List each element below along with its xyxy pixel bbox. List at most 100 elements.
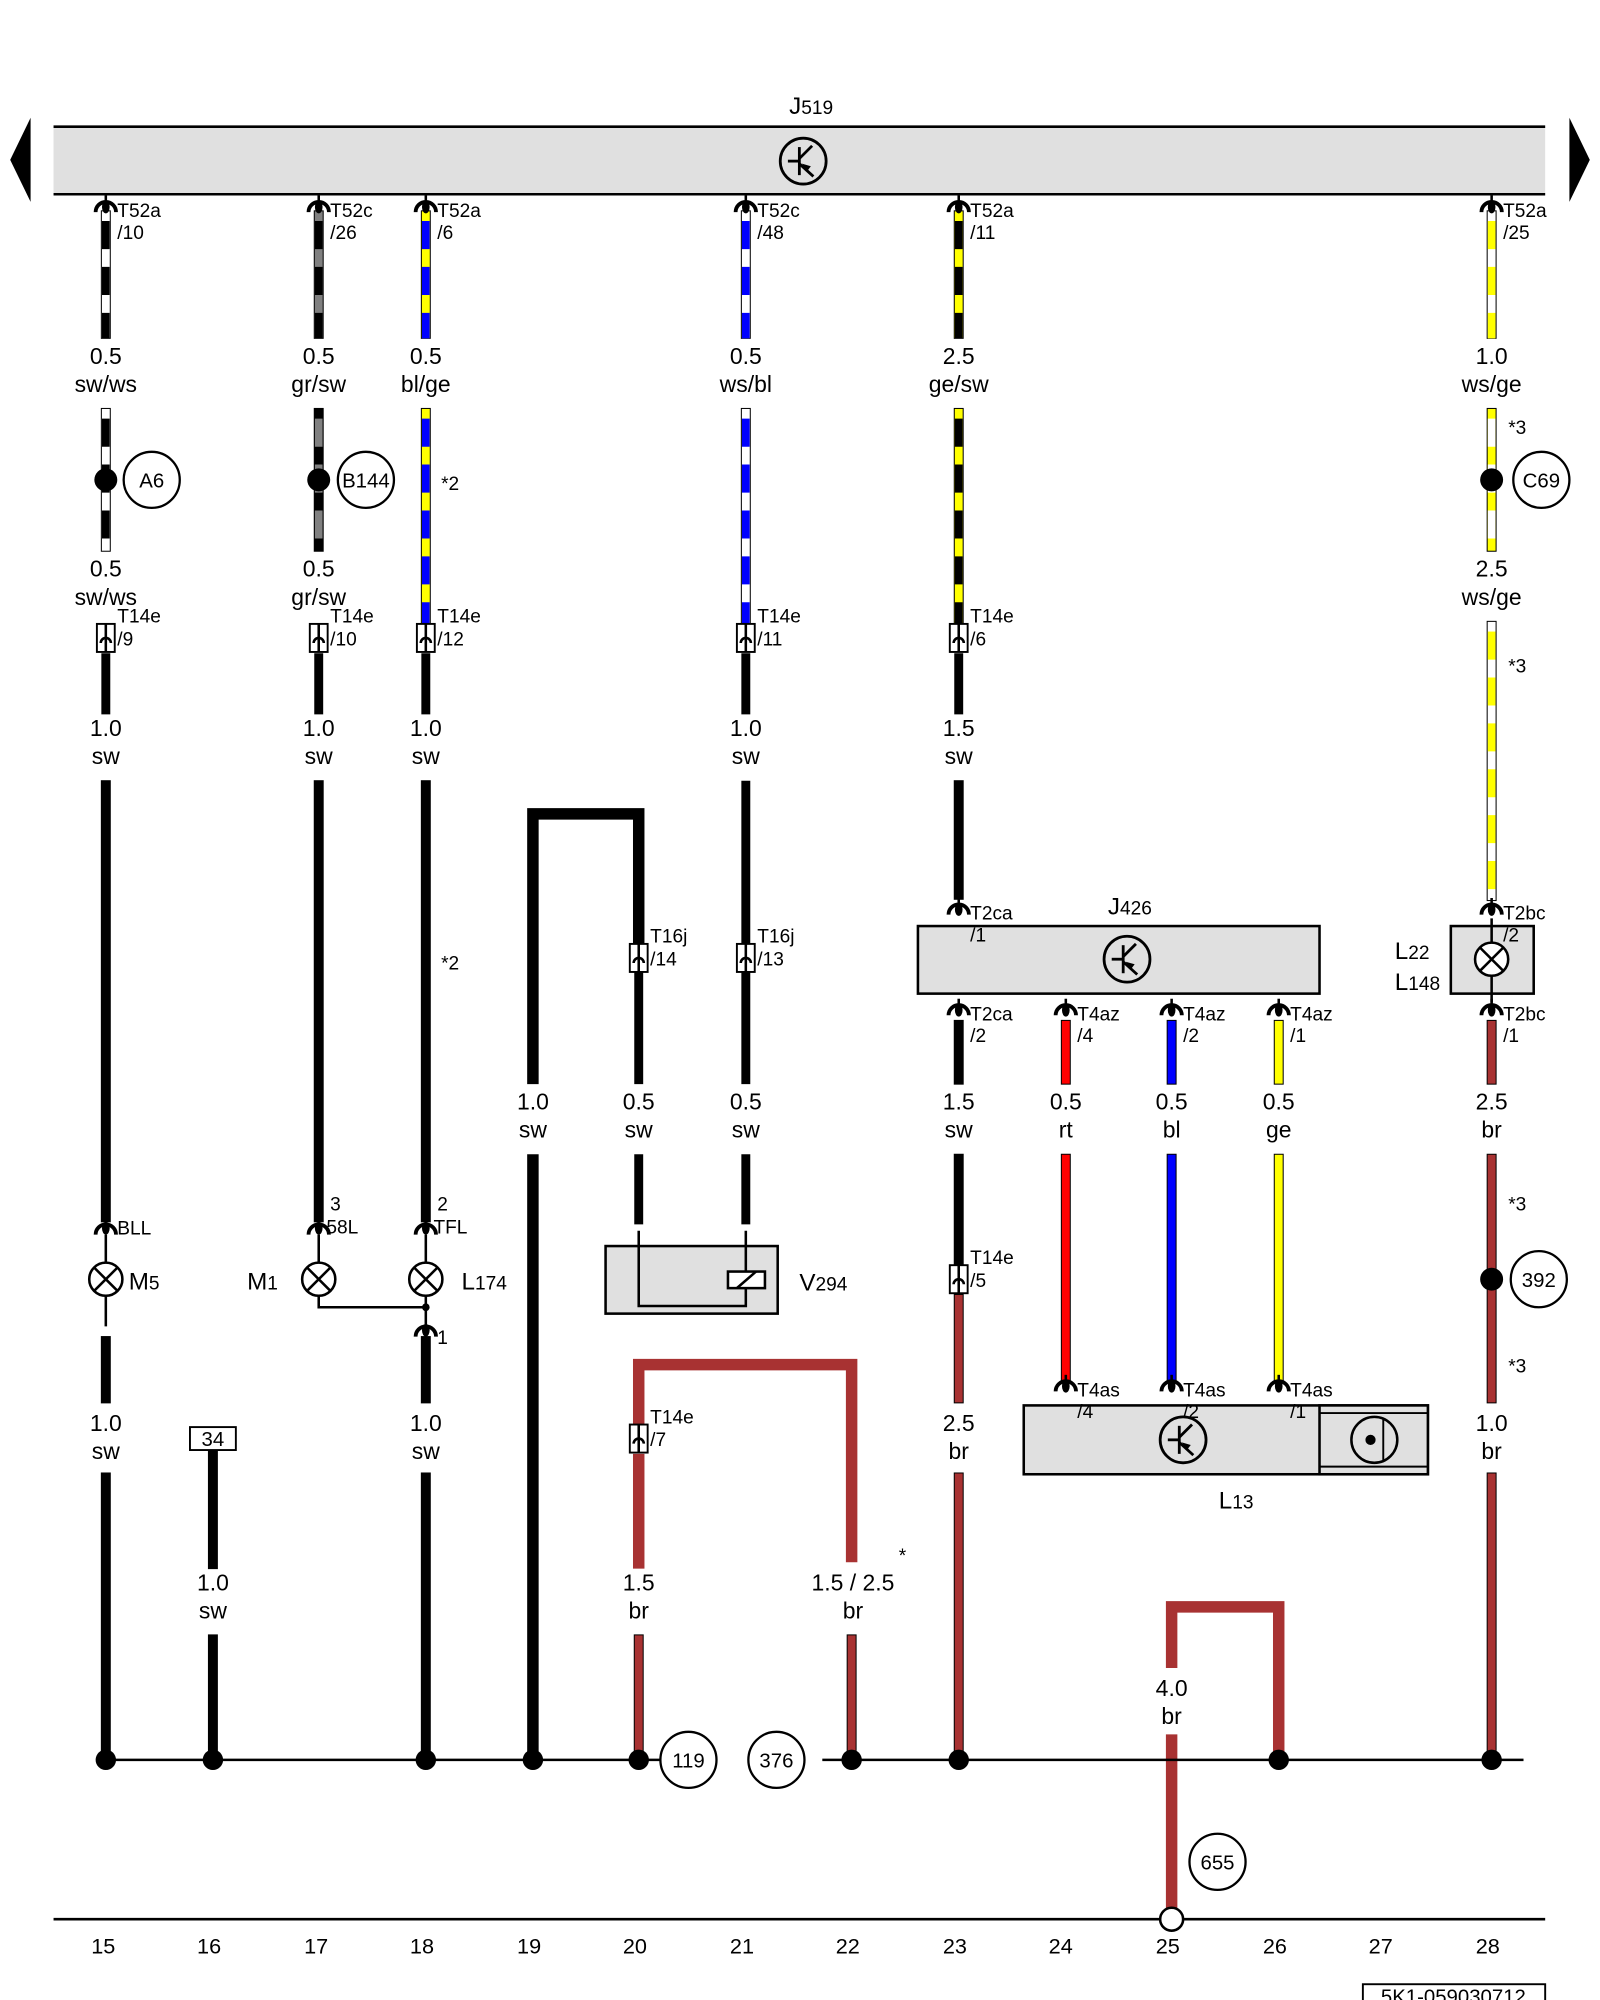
connector-c21_t16: [735, 942, 756, 973]
connector-pin: /1: [1290, 1402, 1306, 1423]
wire-size-label: 2.5: [1476, 1089, 1508, 1115]
connector-name: T52c: [330, 201, 373, 222]
wire-br-9: [953, 1472, 964, 1761]
connector-name: T14e: [650, 1407, 694, 1428]
connector-c21_top: [733, 195, 758, 214]
connector-name: T4as: [1290, 1380, 1332, 1401]
component-label-L13: L13: [1219, 1488, 1254, 1515]
location-circle-C69: [1512, 450, 1571, 510]
wire-br-9: [1486, 1472, 1497, 1761]
footnote-marker: *3: [1508, 1194, 1526, 1215]
component-label-J426-number: 426: [1120, 899, 1152, 920]
component-label-L22-letter: L: [1395, 938, 1408, 965]
wire-sw: [527, 808, 645, 1085]
location-circle-B144: [336, 450, 396, 510]
ground-junction-dot: [628, 1749, 649, 1771]
connector-c17_m1: [306, 1221, 331, 1235]
footnote-marker: *: [899, 1546, 907, 1567]
component-label-M5-number: 5: [149, 1273, 160, 1294]
location-label: 655: [1201, 1852, 1235, 1874]
ground-junction-dot: [415, 1749, 437, 1771]
connector-pin: /11: [757, 630, 782, 651]
connector-pin: /25: [1503, 223, 1530, 244]
component-label-M5: M5: [129, 1268, 160, 1295]
connector-c18_top: [413, 195, 438, 214]
wire-sw-9: [953, 780, 964, 900]
location-label: 119: [672, 1750, 704, 1772]
component-label-L22-number: 22: [1408, 943, 1429, 964]
connector-name: T52a: [117, 201, 161, 222]
component-label-V294: V294: [799, 1270, 847, 1297]
connector-c23_t14: [948, 622, 969, 653]
wire-size-label: 1.0: [197, 1569, 229, 1595]
location-circle-L376: [747, 1730, 806, 1790]
component-label-J426: J426: [1108, 894, 1152, 921]
location-circle-L119: [659, 1730, 718, 1790]
wire-size-label: 1.5 / 2.5: [811, 1569, 894, 1595]
wire-size-label: 1.0: [730, 715, 762, 741]
component-label-M5-letter: M: [129, 1268, 149, 1295]
terminal-34-label: 34: [202, 1429, 225, 1451]
connector-c17_t14: [308, 622, 329, 653]
connector-terminal: 58L: [326, 1217, 358, 1238]
column-number: 21: [730, 1934, 754, 1959]
wire-color-label: sw: [519, 1117, 547, 1143]
bulb-icon: [1473, 941, 1510, 978]
footnote-marker: *2: [441, 474, 459, 495]
connector-pin: /6: [970, 630, 986, 651]
connector-name: T4as: [1183, 1380, 1225, 1401]
connector-pin: /9: [117, 630, 133, 651]
connector-pin: /14: [650, 950, 677, 971]
wire-ws-bl: [740, 210, 751, 339]
connector-pin: /26: [330, 223, 357, 244]
connector-pin: /12: [437, 630, 464, 651]
footnote-marker: *3: [1508, 656, 1526, 677]
connector-terminal: TFL: [433, 1217, 467, 1238]
wire-color-label: ws/ge: [1461, 371, 1522, 397]
connector-name: T14e: [757, 607, 801, 628]
page-next-arrow-icon[interactable]: [1569, 117, 1590, 202]
column-number: 15: [91, 1934, 115, 1959]
terminal-34-box: [189, 1426, 237, 1451]
connector-pin: /48: [757, 223, 784, 244]
ground-junction-dot: [948, 1749, 969, 1771]
wire-color-label: ws/ge: [1461, 584, 1522, 610]
page-prev-arrow-icon[interactable]: [10, 117, 31, 202]
connector-name: T4az: [1183, 1004, 1225, 1025]
component-label-J519-number: 519: [801, 98, 833, 119]
connector-c18_t14: [415, 622, 436, 653]
component-label-J426-letter: J: [1108, 894, 1120, 921]
wire-color-label: br: [1481, 1117, 1502, 1143]
wire-ge-sw: [953, 407, 964, 626]
location-label: 392: [1522, 1270, 1556, 1292]
wire-size-label: 0.5: [303, 343, 335, 369]
gas-discharge-lamp-icon: [1350, 1415, 1399, 1465]
wire-br-9: [953, 1293, 964, 1404]
wire-sw-8: [207, 1634, 218, 1761]
connector-name: T16j: [757, 927, 794, 948]
connector-name: T14e: [970, 607, 1014, 628]
component-label-L148-number: 148: [1408, 974, 1440, 995]
wire-color-label: br: [629, 1597, 650, 1623]
connector-c15_t14: [95, 622, 116, 653]
wire-color-label: sw: [92, 1438, 120, 1464]
wire-size-label: 0.5: [1263, 1089, 1295, 1115]
wire-br: [1165, 1601, 1285, 1760]
connector-c25_l13: [1159, 1374, 1184, 1393]
column-number: 20: [623, 1934, 647, 1959]
connector-c15_top: [93, 195, 118, 214]
wire-color-label: gr/sw: [291, 371, 346, 397]
wire-br-9: [846, 1634, 857, 1761]
column-number: 17: [304, 1934, 328, 1959]
connector-c23_top: [946, 195, 971, 214]
connector-pin: /5: [970, 1271, 986, 1292]
valve-wire: [637, 1230, 748, 1308]
component-label-L174: L174: [462, 1268, 508, 1295]
wire-ge-8: [1273, 1019, 1284, 1085]
wire-br: [632, 1358, 858, 1563]
location-circle-A6: [122, 450, 181, 510]
connector-c25_j426: [1159, 998, 1184, 1017]
wire-color-label: sw: [412, 743, 440, 769]
connector-name: T14e: [117, 607, 161, 628]
column-number: 22: [836, 1934, 860, 1959]
